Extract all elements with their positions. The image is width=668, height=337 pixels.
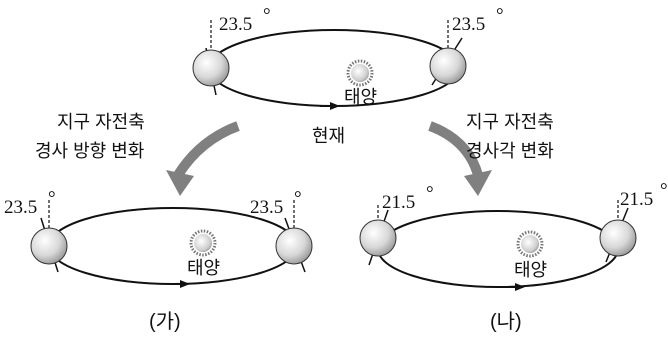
- case-na-panel: 태양 21.5 ° 21.5 ° (나): [359, 180, 668, 333]
- current-sun-label: 태양: [344, 87, 377, 107]
- current-degree-left: °: [263, 5, 271, 26]
- case-ga-orbit: [48, 207, 298, 285]
- current-angle-left: 23.5: [219, 14, 252, 35]
- arrow-left-label-line2: 경사 방향 변화: [35, 141, 144, 161]
- case-ga-angle-right: 23.5: [250, 197, 283, 218]
- arrow-left-icon: [166, 121, 240, 196]
- current-caption: 현재: [312, 126, 345, 146]
- case-na-earth-left-icon: [359, 205, 397, 266]
- case-na-degree-right: °: [660, 180, 668, 201]
- case-ga-degree-left: °: [48, 188, 56, 209]
- case-na-sun-label: 태양: [514, 260, 547, 280]
- case-na-degree-left: °: [426, 183, 434, 204]
- arrow-right-icon: [428, 121, 492, 196]
- case-na-orbit: [377, 210, 619, 288]
- case-ga-panel: 태양 23.5 ° 23.5 ° (가): [4, 188, 313, 333]
- case-na-sun-icon: [516, 230, 544, 258]
- current-angle-right: 23.5: [452, 14, 485, 35]
- case-ga-earth-right-icon: [275, 200, 313, 273]
- arrow-right-label-line2: 경사각 변화: [466, 141, 554, 161]
- arrow-right-label-line1: 지구 자전축: [466, 112, 554, 132]
- case-ga-degree-right: °: [294, 188, 302, 209]
- case-na-earth-right-icon: [599, 200, 637, 263]
- case-na-angle-right: 21.5: [620, 189, 653, 210]
- current-earth-left-icon: [192, 20, 230, 96]
- case-ga-sun-icon: [189, 229, 217, 257]
- arrow-left-label-line1: 지구 자전축: [57, 112, 145, 132]
- case-ga-earth-left-icon: [30, 200, 68, 273]
- current-earth-right-icon: [429, 20, 467, 86]
- current-panel: 태양 23.5 ° 23.5 ° 현재: [192, 5, 504, 146]
- case-ga-angle-left: 23.5: [4, 197, 37, 218]
- case-ga-caption: (가): [149, 310, 181, 333]
- case-ga-sun-label: 태양: [187, 258, 220, 278]
- current-degree-right: °: [496, 5, 504, 26]
- current-sun-icon: [346, 59, 374, 87]
- case-na-angle-left: 21.5: [382, 192, 415, 213]
- current-orbit: [208, 29, 460, 107]
- case-na-caption: (나): [490, 310, 522, 333]
